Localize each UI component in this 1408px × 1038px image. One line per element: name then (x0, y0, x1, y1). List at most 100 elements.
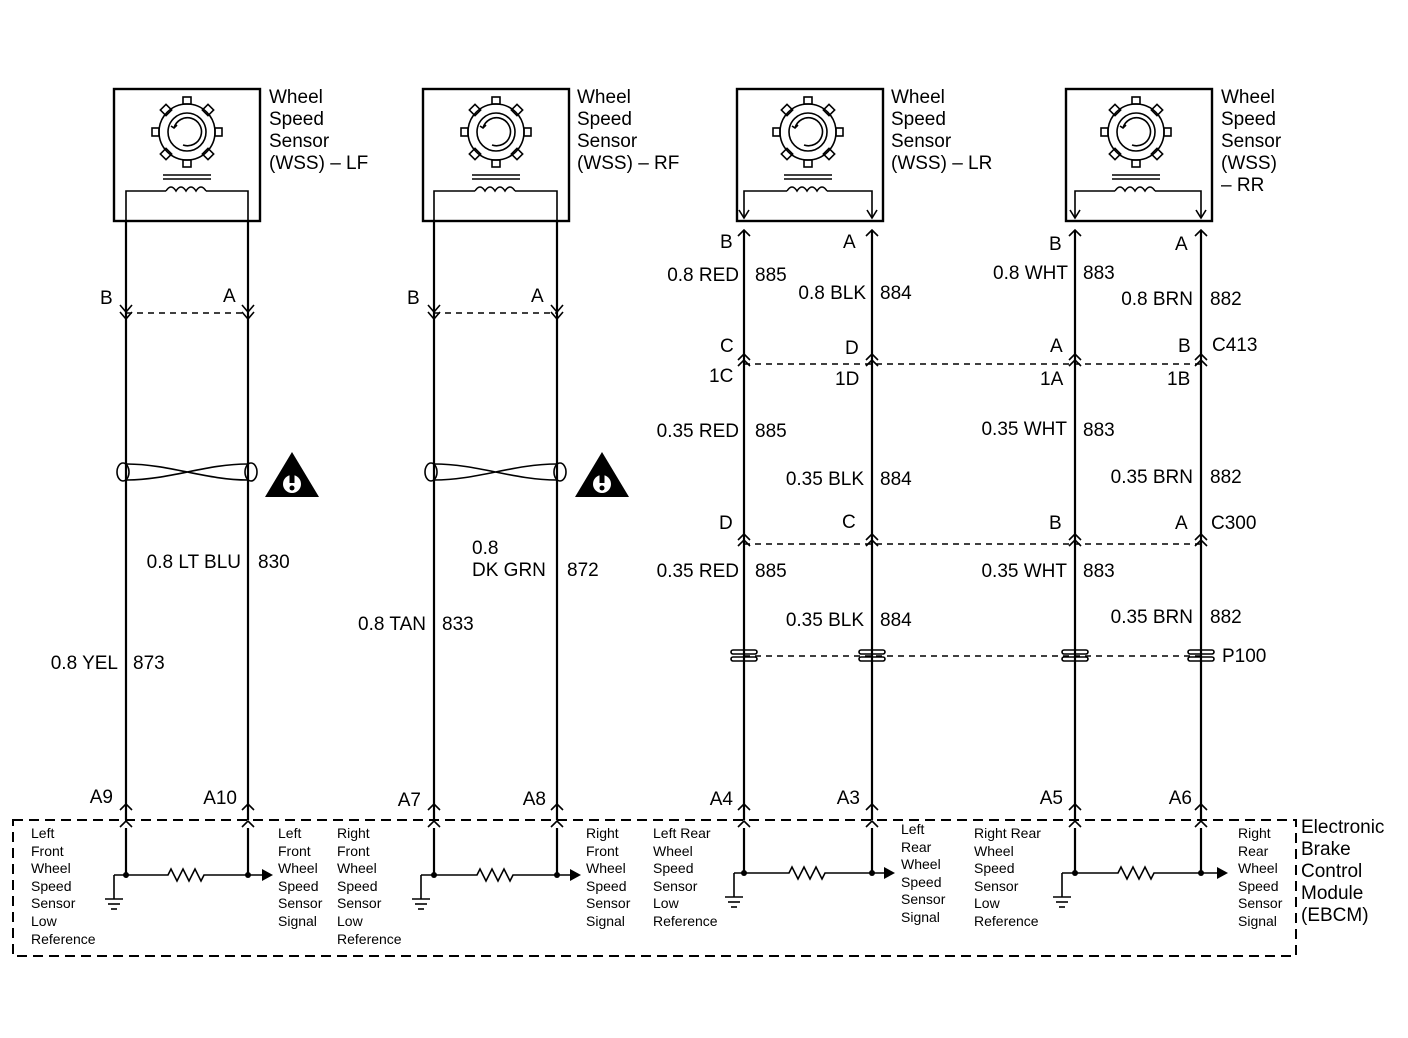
svg-text:A7: A7 (398, 790, 421, 811)
front-wire-labels: 0.8 LT BLU 830 0.8 YEL 873 0.8 DK GRN 87… (51, 538, 599, 674)
input-circuit-lf (105, 828, 273, 910)
input-circuit-lr (725, 828, 895, 908)
svg-text:883: 883 (1083, 561, 1115, 582)
svg-text:885: 885 (755, 265, 787, 286)
svg-text:A: A (1050, 336, 1063, 357)
svg-text:1C: 1C (709, 366, 733, 387)
svg-text:B: B (1049, 513, 1062, 534)
pin-label: A (843, 232, 856, 253)
pin-label: A (531, 286, 544, 307)
connector-name: C413 (1212, 335, 1257, 356)
ground-icon (725, 873, 743, 908)
sensor-rf-title: Wheel Speed Sensor (WSS) – RF (577, 87, 679, 174)
warning-icon (575, 452, 629, 497)
svg-text:0.35 RED: 0.35 RED (657, 421, 739, 442)
signal-label-rr-sig: Right Rear Wheel Speed Sensor Signal (1238, 825, 1286, 929)
ebcm-pins: A9 A10 A7 A8 A4 A3 A5 A6 (90, 787, 1208, 828)
svg-text:882: 882 (1210, 467, 1242, 488)
tone-wheel-icon (460, 96, 532, 168)
warning-icon (265, 452, 319, 497)
pin-label: B (100, 288, 113, 309)
svg-text:A10: A10 (203, 788, 237, 809)
svg-text:1D: 1D (835, 369, 859, 390)
tone-wheel-icon (1100, 96, 1172, 168)
tone-wheel-icon (151, 96, 223, 168)
svg-text:0.8 BLK: 0.8 BLK (798, 283, 866, 304)
signal-label-lr-sig: Left Rear Wheel Speed Sensor Signal (901, 821, 949, 925)
ground-icon (1053, 873, 1071, 908)
svg-text:DK GRN: DK GRN (472, 560, 546, 581)
coil-icon (1069, 174, 1207, 220)
signal-label-rf-low: Right Front Wheel Speed Sensor Low Refer… (337, 825, 402, 947)
svg-text:0.8 BRN: 0.8 BRN (1121, 289, 1193, 310)
svg-text:0.35 BRN: 0.35 BRN (1111, 607, 1193, 628)
ground-icon (412, 875, 430, 910)
sensor-lr: Wheel Speed Sensor (WSS) – LR (735, 87, 992, 223)
sensor-rr: Wheel Speed Sensor (WSS) – RR (1064, 87, 1282, 223)
svg-text:A8: A8 (523, 789, 546, 810)
connector-name: P100 (1222, 646, 1266, 667)
svg-text:0.35 WHT: 0.35 WHT (981, 419, 1067, 440)
pin-label: B (720, 232, 733, 253)
svg-text:883: 883 (1083, 263, 1115, 284)
svg-text:A3: A3 (837, 788, 860, 809)
svg-text:A5: A5 (1040, 788, 1063, 809)
svg-text:885: 885 (755, 561, 787, 582)
svg-text:882: 882 (1210, 289, 1242, 310)
rear-sensor-connectors (737, 228, 1208, 237)
svg-text:882: 882 (1210, 607, 1242, 628)
ebcm-title: Electronic Brake Control Module (EBCM) (1301, 817, 1390, 926)
signal-label-rr-low: Right Rear Wheel Speed Sensor Low Refere… (974, 825, 1045, 929)
pin-label: A (1175, 234, 1188, 255)
ground-icon (105, 875, 123, 910)
pin-label: B (407, 288, 420, 309)
svg-text:0.35 RED: 0.35 RED (657, 561, 739, 582)
svg-text:0.8 LT BLU: 0.8 LT BLU (147, 552, 241, 573)
connector-name: C300 (1211, 513, 1256, 534)
lower-wire-labels: 0.35 RED 885 0.35 BLK 884 0.35 WHT 883 0… (657, 561, 1242, 631)
front-sensor-connectors: B A B A (100, 286, 564, 321)
svg-text:B: B (1178, 336, 1191, 357)
grommet-icon (730, 649, 1215, 662)
sensor-lr-title: Wheel Speed Sensor (WSS) – LR (891, 87, 992, 174)
pin-label: A (223, 286, 236, 307)
signal-label-lf-sig: Left Front Wheel Speed Sensor Signal (278, 825, 326, 929)
svg-text:0.8 TAN: 0.8 TAN (358, 614, 426, 635)
signal-label-lf-low: Left Front Wheel Speed Sensor Low Refere… (31, 825, 96, 947)
twisted-pair-lf (116, 462, 258, 482)
svg-text:873: 873 (133, 653, 165, 674)
rear-sensor-pins: B A B A (720, 232, 1188, 255)
svg-text:885: 885 (755, 421, 787, 442)
svg-text:A4: A4 (710, 789, 734, 810)
svg-text:A6: A6 (1169, 788, 1192, 809)
svg-text:0.35 BRN: 0.35 BRN (1111, 467, 1193, 488)
twisted-pair-rf (424, 462, 567, 482)
sensor-lf-title: Wheel Speed Sensor (WSS) – LF (269, 87, 368, 174)
mid-wire-labels: 0.35 RED 885 0.35 BLK 884 0.35 WHT 883 0… (657, 419, 1242, 490)
upper-wire-labels: 0.8 RED 885 0.8 BLK 884 0.8 WHT 883 0.8 … (667, 263, 1242, 310)
signal-label-rf-sig: Right Front Wheel Speed Sensor Signal (586, 825, 634, 929)
input-circuit-rr (1053, 828, 1228, 908)
wires (124, 221, 1203, 820)
tone-wheel-icon (772, 96, 844, 168)
sensor-rf: Wheel Speed Sensor (WSS) – RF (421, 87, 679, 223)
svg-text:A9: A9 (90, 787, 113, 808)
svg-text:1A: 1A (1040, 369, 1064, 390)
passthrough-p100: P100 (730, 646, 1266, 667)
svg-text:872: 872 (567, 560, 599, 581)
svg-text:D: D (845, 338, 859, 359)
sensor-lf: Wheel Speed Sensor (WSS) – LF (112, 87, 368, 223)
svg-text:884: 884 (880, 283, 912, 304)
svg-text:884: 884 (880, 610, 912, 631)
connector-c300: D C B A C300 (719, 512, 1256, 547)
svg-text:D: D (719, 513, 733, 534)
svg-text:0.35 BLK: 0.35 BLK (786, 610, 864, 631)
ebcm-module: Electronic Brake Control Module (EBCM) (12, 817, 1390, 957)
svg-text:0.8 RED: 0.8 RED (667, 265, 739, 286)
svg-text:A: A (1175, 513, 1188, 534)
svg-text:830: 830 (258, 552, 290, 573)
svg-text:0.35 WHT: 0.35 WHT (981, 561, 1067, 582)
svg-text:833: 833 (442, 614, 474, 635)
pin-label: B (1049, 234, 1062, 255)
svg-text:884: 884 (880, 469, 912, 490)
